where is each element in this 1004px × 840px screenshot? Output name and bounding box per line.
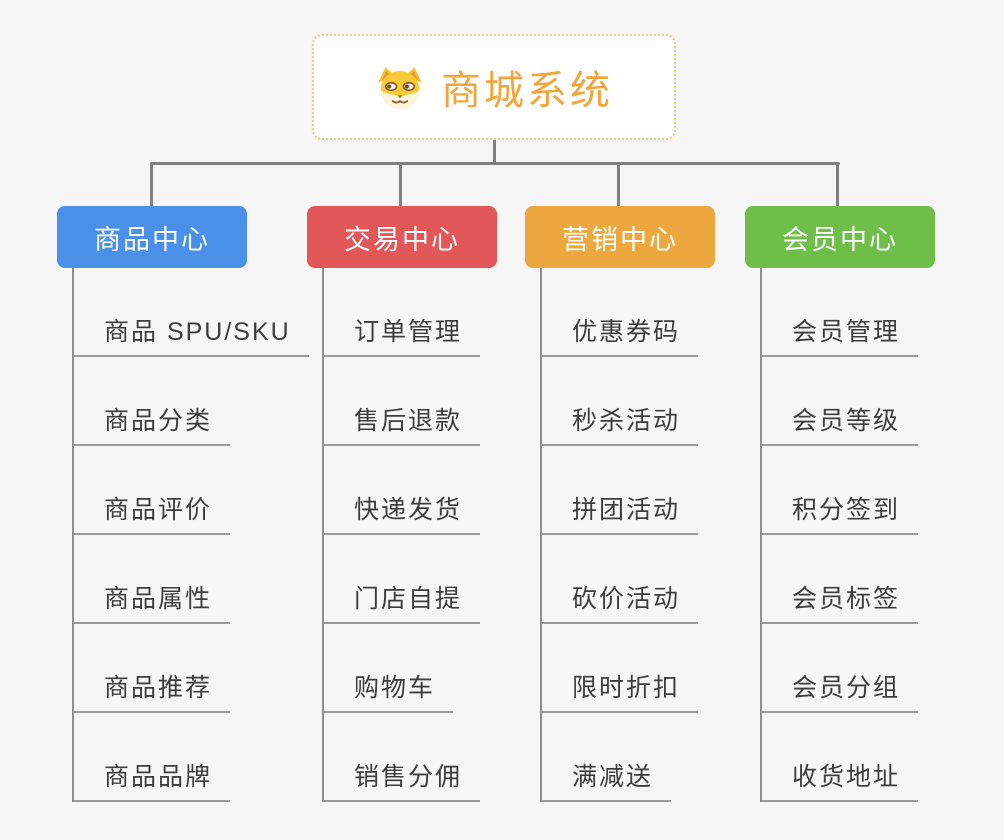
child-node[interactable]: 订单管理 (322, 268, 481, 357)
child-node[interactable]: 会员等级 (760, 357, 919, 446)
connector-root-stem (493, 140, 496, 164)
child-node[interactable]: 会员标签 (760, 535, 919, 624)
child-node[interactable]: 优惠券码 (540, 268, 699, 357)
branch-header[interactable]: 营销中心 (525, 206, 715, 268)
child-node[interactable]: 商品分类 (72, 357, 231, 446)
connector-drop (399, 163, 402, 207)
connector-horizontal-line (150, 162, 840, 165)
connector-drop (836, 163, 839, 207)
child-node[interactable]: 会员分组 (760, 624, 919, 713)
branch-header[interactable]: 商品中心 (57, 206, 247, 268)
child-node[interactable]: 收货地址 (760, 713, 919, 802)
child-node[interactable]: 满减送 (540, 713, 672, 802)
branch-header[interactable]: 会员中心 (745, 206, 935, 268)
child-node[interactable]: 会员管理 (760, 268, 919, 357)
branch-column: 会员中心会员管理会员等级积分签到会员标签会员分组收货地址 (745, 206, 985, 802)
child-node[interactable]: 购物车 (322, 624, 454, 713)
child-node[interactable]: 商品属性 (72, 535, 231, 624)
connector-drop (150, 163, 153, 207)
child-node[interactable]: 商品推荐 (72, 624, 231, 713)
branch-children: 订单管理售后退款快递发货门店自提购物车销售分佣 (322, 268, 547, 802)
root-node-mall-system[interactable]: 商城系统 (312, 34, 676, 140)
child-node[interactable]: 秒杀活动 (540, 357, 699, 446)
branch-children: 会员管理会员等级积分签到会员标签会员分组收货地址 (760, 268, 985, 802)
child-node[interactable]: 商品评价 (72, 446, 231, 535)
dog-face-icon (378, 67, 422, 110)
child-node[interactable]: 售后退款 (322, 357, 481, 446)
child-node[interactable]: 门店自提 (322, 535, 481, 624)
branch-column: 营销中心优惠券码秒杀活动拼团活动砍价活动限时折扣满减送 (525, 206, 765, 802)
branch-header[interactable]: 交易中心 (307, 206, 497, 268)
child-node[interactable]: 快递发货 (322, 446, 481, 535)
child-node[interactable]: 限时折扣 (540, 624, 699, 713)
branch-column: 交易中心订单管理售后退款快递发货门店自提购物车销售分佣 (307, 206, 547, 802)
connector-drop (617, 163, 620, 207)
branch-children: 优惠券码秒杀活动拼团活动砍价活动限时折扣满减送 (540, 268, 765, 802)
child-node[interactable]: 商品品牌 (72, 713, 231, 802)
child-node[interactable]: 拼团活动 (540, 446, 699, 535)
child-node[interactable]: 砍价活动 (540, 535, 699, 624)
root-title: 商城系统 (441, 69, 613, 113)
child-node[interactable]: 积分签到 (760, 446, 919, 535)
child-node[interactable]: 商品 SPU/SKU (72, 268, 309, 357)
child-node[interactable]: 销售分佣 (322, 713, 481, 802)
